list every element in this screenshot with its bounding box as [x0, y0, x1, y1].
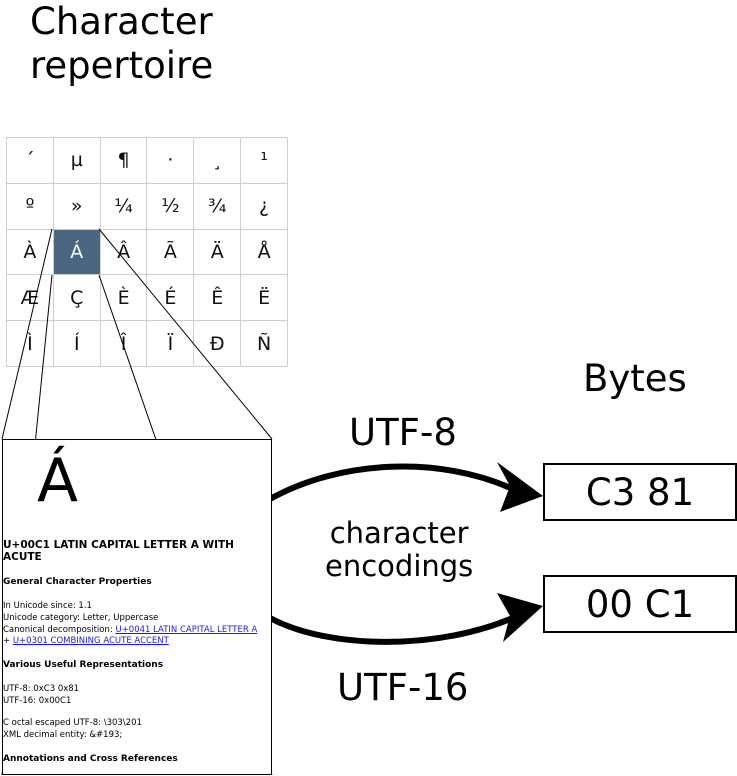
grid-cell[interactable]: Ð: [194, 321, 242, 367]
grid-cell[interactable]: ¿: [241, 183, 288, 230]
utf8-label: UTF-8: [349, 411, 457, 454]
utf8-bytes-box: C3 81: [543, 463, 737, 521]
utf16-arrowhead: [497, 593, 543, 642]
decomposition-label: Canonical decomposition:: [3, 625, 113, 635]
decomposition-link-a[interactable]: U+0041 LATIN CAPITAL LETTER A: [115, 625, 258, 635]
grid-cell[interactable]: º: [7, 183, 54, 230]
grid-cell[interactable]: ¸: [194, 138, 242, 184]
grid-cell[interactable]: ¼: [100, 183, 148, 230]
grid-cell[interactable]: Ì: [7, 321, 54, 367]
representations-heading: Various Useful Representations: [3, 660, 164, 670]
unicode-since-line: In Unicode since: 1.1: [3, 601, 92, 613]
character-detail-panel: Á U+00C1 LATIN CAPITAL LETTER A WITH ACU…: [2, 439, 272, 775]
utf16-bytes-box: 00 C1: [543, 575, 737, 633]
grid-cell[interactable]: ·: [147, 138, 195, 184]
grid-cell[interactable]: ´: [7, 138, 54, 184]
general-properties-heading: General Character Properties: [3, 577, 152, 587]
utf16-representation: UTF-16: 0x00C1: [3, 696, 72, 706]
grid-cell[interactable]: µ: [53, 138, 101, 184]
grid-cell[interactable]: ¶: [100, 138, 148, 184]
octal-representation: C octal escaped UTF-8: \303\201: [3, 718, 142, 728]
grid-cell[interactable]: Ã: [147, 229, 195, 276]
decomposition-link-accent[interactable]: U+0301 COMBINING ACUTE ACCENT: [12, 636, 169, 646]
unicode-category-line: Unicode category: Letter, Uppercase: [3, 613, 158, 625]
utf8-arrowhead: [497, 462, 543, 512]
grid-cell[interactable]: ¾: [194, 183, 242, 230]
grid-cell[interactable]: ¹: [241, 138, 288, 184]
category-value: Letter, Uppercase: [82, 613, 159, 623]
utf8-representation: UTF-8: 0xC3 0x81: [3, 684, 80, 694]
xml-entity-representation: XML decimal entity: &#193;: [3, 730, 123, 740]
bytes-label: Bytes: [583, 357, 687, 400]
grid-cell[interactable]: ½: [147, 183, 195, 230]
diagram-title: Character repertoire: [30, 0, 214, 87]
category-label: Unicode category:: [3, 613, 80, 623]
since-value: 1.1: [78, 601, 92, 611]
annotations-heading: Annotations and Cross References: [3, 754, 178, 764]
utf8-arrow: [268, 463, 517, 502]
grid-cell[interactable]: Å: [241, 229, 288, 276]
grid-cell[interactable]: Í: [53, 321, 101, 367]
grid-cell[interactable]: Ñ: [241, 321, 288, 367]
detail-big-char: Á: [37, 446, 79, 516]
since-label: In Unicode since:: [3, 601, 76, 611]
grid-cell[interactable]: Î: [100, 321, 148, 367]
grid-cell-selected[interactable]: Á: [53, 229, 101, 276]
grid-cell[interactable]: Ë: [241, 275, 288, 322]
character-encodings-label: character encodings: [325, 516, 474, 583]
grid-cell[interactable]: Ç: [53, 275, 101, 322]
grid-cell[interactable]: À: [7, 229, 54, 276]
decomposition-line: Canonical decomposition: U+0041 LATIN CA…: [3, 625, 257, 637]
decomposition-line-2: + U+0301 COMBINING ACUTE ACCENT: [3, 636, 169, 648]
grid-cell[interactable]: Ä: [194, 229, 242, 276]
utf16-arrow: [268, 614, 517, 645]
character-name: U+00C1 LATIN CAPITAL LETTER A WITH ACUTE: [3, 539, 234, 563]
grid-cell[interactable]: Ê: [194, 275, 242, 322]
grid-cell[interactable]: È: [100, 275, 148, 322]
grid-cell[interactable]: »: [53, 183, 101, 230]
grid-cell[interactable]: É: [147, 275, 195, 322]
decomposition-plus: +: [3, 636, 11, 646]
zoom-line-left-outer: [1, 228, 53, 440]
grid-cell[interactable]: Â: [100, 229, 148, 276]
zoom-line-right-outer: [98, 228, 273, 440]
utf16-label: UTF-16: [337, 666, 469, 709]
